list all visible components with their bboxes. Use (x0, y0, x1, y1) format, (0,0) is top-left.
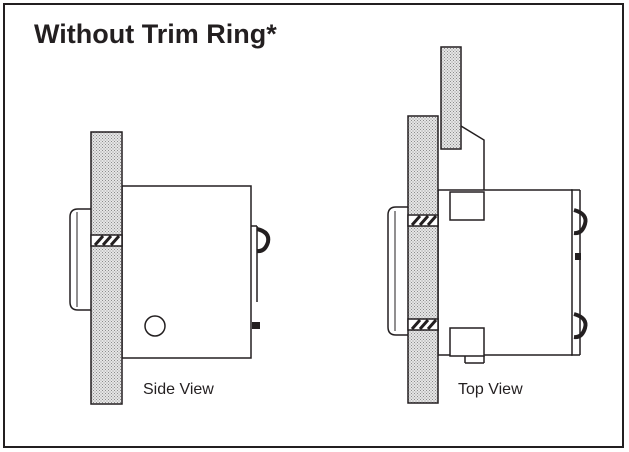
top-rear-tab (575, 253, 581, 260)
top-clamp-upper (449, 191, 485, 221)
top-panel-upper-bar (440, 46, 462, 150)
side-housing (121, 185, 252, 359)
top-panel-vertical (407, 115, 439, 404)
side-bezel (69, 208, 91, 311)
top-screw-lower-thread-icon (410, 319, 438, 330)
top-bracket (460, 125, 485, 193)
side-view-caption: Side View (143, 381, 214, 398)
side-rear-clip-icon (256, 227, 271, 254)
side-rear-tab (252, 322, 260, 329)
side-view (69, 131, 271, 405)
top-screw-upper-thread-icon (410, 215, 438, 226)
top-bezel (387, 206, 408, 336)
top-rear-clip-lower-icon (573, 312, 588, 340)
side-screw-thread-icon (93, 235, 121, 246)
side-adjust-hole-icon (144, 315, 166, 337)
figure-title: Without Trim Ring* (34, 19, 277, 49)
top-view (387, 46, 588, 404)
side-panel (90, 131, 123, 405)
top-view-caption: Top View (458, 381, 523, 398)
top-clamp-lower (449, 327, 485, 357)
top-rear-clip-upper-icon (573, 208, 588, 236)
